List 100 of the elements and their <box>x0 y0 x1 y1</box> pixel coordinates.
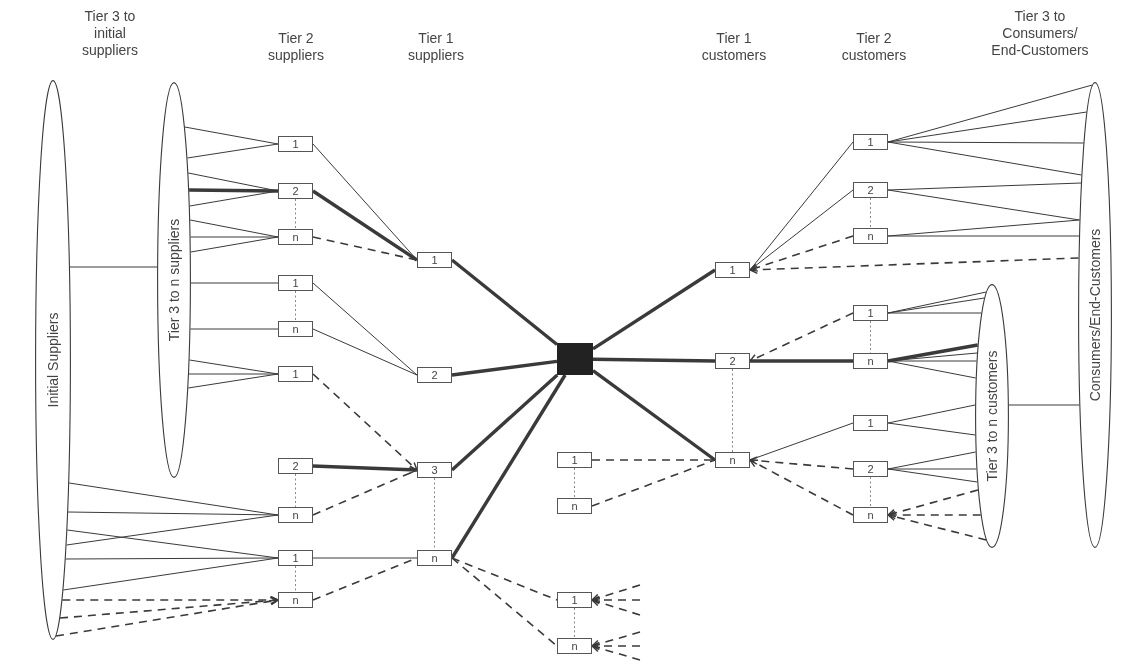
connector-line <box>887 141 1085 144</box>
connector-line <box>312 236 418 261</box>
dotted-line <box>434 477 435 551</box>
dotted-line <box>870 197 871 229</box>
arrow <box>591 598 641 616</box>
ellipse-group <box>975 284 1009 548</box>
dotted-line <box>574 467 575 499</box>
tier-box: 2 <box>278 458 313 474</box>
tier-box: 1 <box>278 550 313 566</box>
connector-line <box>450 373 559 472</box>
dotted-line <box>870 476 871 508</box>
arrow <box>312 464 418 475</box>
connector-line <box>190 236 279 238</box>
column-heading: Tier 1 suppliers <box>407 30 465 64</box>
connector-line <box>69 266 158 268</box>
connector-line <box>450 374 567 559</box>
tier-box: 1 <box>853 134 888 150</box>
arrow <box>591 584 641 602</box>
connector-line <box>887 141 1082 176</box>
tier-box: n <box>715 452 750 468</box>
arrow <box>59 596 279 619</box>
arrow <box>591 595 641 605</box>
connector-line <box>592 268 716 351</box>
connector-line <box>887 468 977 470</box>
ellipse-group <box>157 82 191 478</box>
group-label: Tier 3 to n suppliers <box>167 218 181 342</box>
arrow <box>749 456 854 470</box>
tier-box: n <box>557 498 592 514</box>
connector-line <box>887 343 978 363</box>
dotted-line <box>732 368 733 453</box>
connector-line <box>592 357 716 363</box>
connector-line <box>887 422 976 436</box>
tier-box: 1 <box>557 452 592 468</box>
column-heading: Tier 1 customers <box>700 30 768 64</box>
connector-line <box>312 328 418 376</box>
connector-line <box>65 557 279 560</box>
tier-box: n <box>278 321 313 337</box>
arrow <box>591 643 641 661</box>
connector-line <box>887 235 1080 237</box>
tier-box: 1 <box>557 592 592 608</box>
connector-line <box>591 459 716 507</box>
arrow <box>591 641 641 651</box>
connector-line <box>62 557 279 591</box>
connector-line <box>188 373 279 375</box>
tier-box: n <box>278 592 313 608</box>
connector-line <box>592 369 716 462</box>
ellipse-group <box>1078 82 1112 548</box>
ellipse-group <box>35 80 71 640</box>
dotted-line <box>295 473 296 508</box>
tier-box: n <box>278 507 313 523</box>
column-heading: Tier 2 customers <box>840 30 908 64</box>
connector-line <box>184 126 279 145</box>
tier-box: n <box>417 550 452 566</box>
column-heading: Tier 2 suppliers <box>267 30 325 64</box>
tier-box: 1 <box>278 136 313 152</box>
connector-line <box>189 328 279 330</box>
tier-box: n <box>853 228 888 244</box>
connector-line <box>190 236 279 253</box>
tier-box: 1 <box>417 252 452 268</box>
arrow <box>312 373 418 471</box>
connector-line <box>187 373 279 389</box>
connector-line <box>189 188 278 193</box>
group-label: Initial Suppliers <box>46 312 60 408</box>
dotted-line <box>574 607 575 639</box>
arrow <box>749 312 854 362</box>
connector-line <box>887 312 982 314</box>
tier-box: n <box>557 638 592 654</box>
group-label: Consumers/End-Customers <box>1088 228 1102 402</box>
dotted-line <box>295 198 296 230</box>
connector-line <box>190 282 279 284</box>
arrow <box>55 596 279 637</box>
group-label: Tier 3 to n customers <box>985 350 999 482</box>
tier-box: 1 <box>278 366 313 382</box>
connector-line <box>451 557 558 601</box>
connector-line <box>887 182 1082 191</box>
connector-line <box>451 557 558 647</box>
tier-box: 3 <box>417 462 452 478</box>
arrow <box>887 510 982 520</box>
arrow <box>591 631 641 649</box>
connector-line <box>67 511 279 516</box>
connector-line <box>1008 404 1080 406</box>
tier-box: 2 <box>715 353 750 369</box>
tier-box: 1 <box>853 415 888 431</box>
connector-line <box>887 468 978 483</box>
tier-box: 1 <box>853 305 888 321</box>
connector-line <box>451 359 558 377</box>
tier-box: n <box>853 507 888 523</box>
tier-box: 2 <box>417 367 452 383</box>
connector-line <box>750 359 853 363</box>
connector-line <box>312 557 418 559</box>
tier-box: 2 <box>853 182 888 198</box>
column-heading: Tier 3 to initial suppliers <box>81 8 139 59</box>
tier-box: 2 <box>278 183 313 199</box>
connector-line <box>312 282 418 376</box>
connector-line <box>312 189 418 262</box>
dotted-line <box>295 290 296 322</box>
connector-line <box>450 258 559 346</box>
connector-line <box>887 189 1080 221</box>
connector-line <box>66 514 279 546</box>
dotted-line <box>295 565 296 593</box>
